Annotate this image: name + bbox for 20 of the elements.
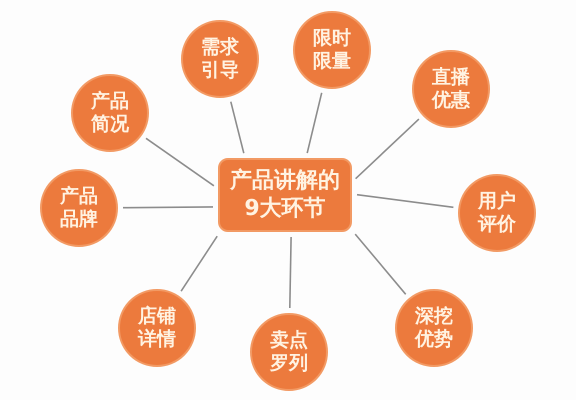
connector-line xyxy=(146,138,214,186)
topic-label: 卖点罗列 xyxy=(269,329,309,375)
topic-label: 用户评价 xyxy=(476,190,517,236)
connector-line xyxy=(355,118,420,180)
connector-line xyxy=(123,206,213,208)
topic-label: 产品品牌 xyxy=(59,185,99,231)
connector-line xyxy=(230,102,245,154)
topic-label: 需求引导 xyxy=(200,36,240,82)
connector-line xyxy=(306,92,322,154)
center-title: 产品讲解的9大环节 xyxy=(228,167,341,223)
topic-label: 深挖优势 xyxy=(414,305,454,351)
connector-line xyxy=(180,236,218,292)
topic-label: 限时限量 xyxy=(312,27,352,73)
connector-line xyxy=(356,194,454,208)
center-box xyxy=(218,158,352,232)
topic-label: 直播优惠 xyxy=(430,66,471,112)
connector-line xyxy=(354,234,406,295)
connector-line xyxy=(289,236,292,308)
topic-label: 店铺详情 xyxy=(136,305,177,351)
topic-label: 产品简况 xyxy=(90,90,130,136)
